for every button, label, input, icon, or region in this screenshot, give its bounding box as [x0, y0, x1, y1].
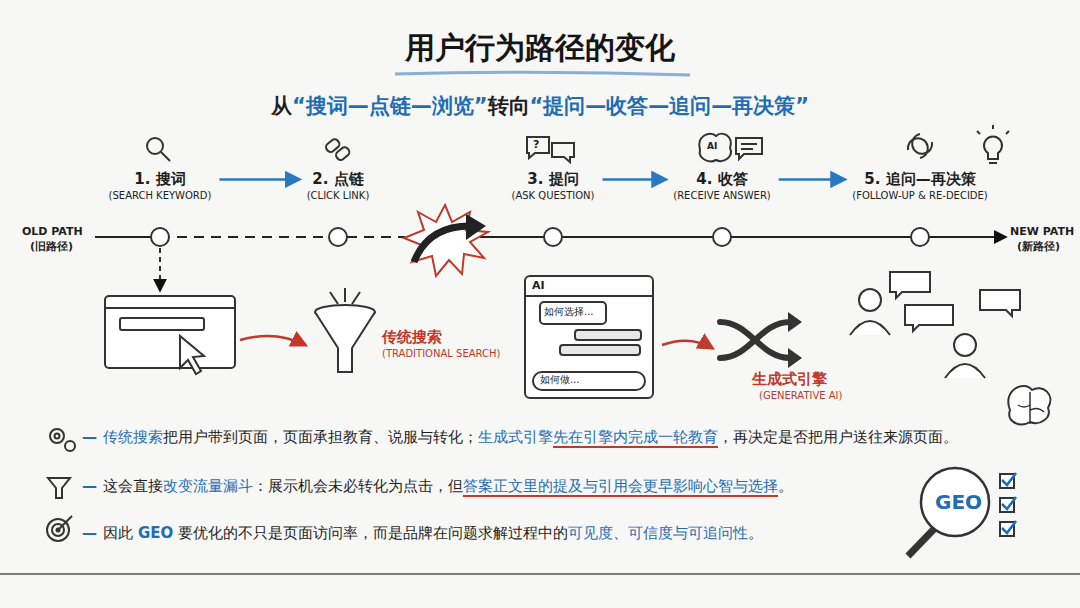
step-subtitle: (CLICK LINK)	[307, 189, 370, 202]
step-subtitle: (SEARCH KEYWORD)	[109, 189, 212, 202]
magnifier-text: GEO	[935, 490, 982, 514]
icon-text: AI	[707, 141, 717, 152]
flow-arrow	[603, 178, 666, 181]
path-point	[712, 227, 732, 247]
subtitle-old-path: “搜词—点链—浏览”	[292, 94, 488, 119]
bullet-line: — 这会直接改变流量漏斗：展示机会未必转化为点击，但答案正文里的提及与引用会更早影…	[82, 477, 793, 497]
keyword: GEO	[138, 524, 173, 542]
path-label: (新路径)	[1017, 240, 1060, 253]
icon-text: ?	[533, 138, 539, 151]
path-point	[910, 227, 930, 247]
engine-label: 传统搜索	[382, 328, 442, 346]
window-header: AI	[532, 279, 545, 292]
burst	[404, 205, 488, 276]
sentence-text: 。	[748, 524, 763, 542]
step-title: 5. 追问—再决策	[864, 170, 975, 189]
flow-arrow	[779, 178, 845, 181]
engine-label: 生成式引擎	[752, 370, 827, 388]
chat-bubble-text: 如何选择...	[544, 306, 594, 318]
step-subtitle: (ASK QUESTION)	[512, 189, 595, 202]
step-node: 4. 收答(RECEIVE ANSWER)	[673, 170, 770, 247]
step-icons	[147, 125, 1009, 163]
path-point	[543, 227, 563, 247]
subtitle-line: 从“搜词—点链—浏览”转向“提问—收答—追问—再决策”	[0, 94, 1080, 119]
step-title: 4. 收答	[696, 170, 747, 189]
subtitle-text: 从	[271, 94, 292, 119]
step-node: 2. 点链(CLICK LINK)	[307, 170, 370, 247]
step-title: 1. 搜词	[134, 170, 185, 189]
subtitle-text: 转向	[488, 94, 530, 119]
step-title: 3. 提问	[527, 170, 578, 189]
step-title: 2. 点链	[312, 170, 363, 189]
highlight: 答案正文里的提及与引用会更早影响心智与选择	[463, 477, 778, 497]
sentence-text: ，再决定是否把用户送往来源页面。	[718, 428, 958, 446]
bullet-dash: —	[82, 524, 97, 542]
bullet-dash: —	[82, 477, 97, 495]
sentence-text: 因此	[103, 524, 133, 542]
bullet-line: — 传统搜索把用户带到页面，页面承担教育、说服与转化；生成式引擎先在引擎内完成一轮…	[82, 428, 958, 448]
step-node: 5. 追问—再决策(FOLLOW-UP & RE-DECIDE)	[852, 170, 988, 247]
keyword: 生成式引擎	[478, 428, 553, 446]
sentence-text: 这会直接	[103, 477, 163, 495]
highlight: 可见度、可信度与可追问性	[568, 524, 748, 542]
flow-arrow	[219, 178, 298, 181]
step-subtitle: (RECEIVE ANSWER)	[673, 189, 770, 202]
path-label: (旧路径)	[30, 240, 73, 253]
keyword: 传统搜索	[103, 428, 163, 446]
step-subtitle: (FOLLOW-UP & RE-DECIDE)	[852, 189, 988, 202]
step-node: 1. 搜词(SEARCH KEYWORD)	[109, 170, 212, 247]
sentence-text: ：展示机会未必转化为点击，但	[253, 477, 463, 495]
sentence-text: 。	[778, 477, 793, 495]
bullet-line: — 因此 GEO 要优化的不只是页面访问率，而是品牌在问题求解过程中的可见度、可信度与…	[82, 524, 763, 542]
sentence-text: 把用户带到页面，页面承担教育、说服与转化；	[163, 428, 478, 446]
highlight: 先在引擎内完成一轮教育	[553, 428, 718, 448]
subtitle-new-path: “提问—收答—追问—再决策”	[530, 94, 810, 119]
path-label: NEW PATH	[1010, 225, 1074, 238]
path-label: OLD PATH	[22, 225, 83, 238]
title: 用户行为路径的变化	[0, 28, 1080, 69]
sentence-text: 要优化的不只是页面访问率，而是品牌在问题求解过程中的	[178, 524, 568, 542]
bullet-dash: —	[82, 428, 97, 446]
step-node: 3. 提问(ASK QUESTION)	[512, 170, 595, 247]
keyword: 改变流量漏斗	[163, 477, 253, 495]
path-point	[328, 227, 348, 247]
path-point	[150, 227, 170, 247]
engine-sublabel: (TRADITIONAL SEARCH)	[382, 348, 500, 360]
input-text: 如何做...	[540, 374, 580, 386]
engine-sublabel: (GENERATIVE AI)	[759, 390, 842, 402]
